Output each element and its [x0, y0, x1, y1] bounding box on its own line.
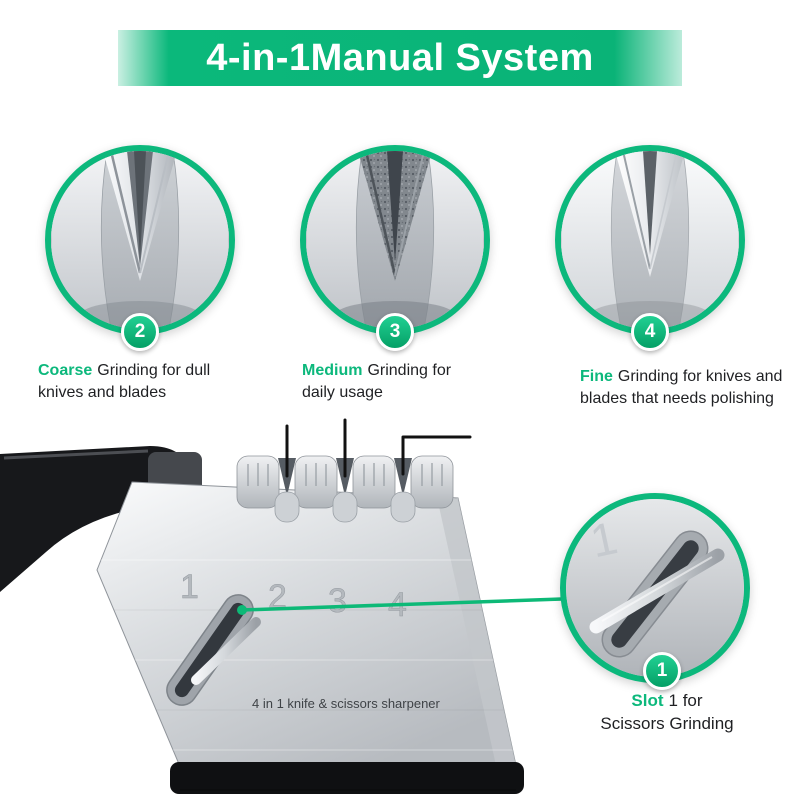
etched-number-3: 3	[328, 582, 347, 620]
etched-number-1: 1	[180, 568, 199, 606]
scissors-slot	[166, 594, 261, 706]
slot-highlight: Slot	[631, 691, 664, 710]
zoom-callout-medium: 3	[300, 145, 490, 351]
zoom-callout-slot1: 1 1	[560, 493, 750, 699]
slot-text-line1: 1 for	[668, 691, 703, 710]
medium-text: Grinding for daily usage	[302, 362, 452, 401]
scissors-slot-zoom-image: 1	[560, 493, 750, 683]
number-badge-4: 4	[631, 313, 669, 351]
etched-number-2: 2	[268, 578, 287, 616]
scissors-rod	[191, 617, 261, 685]
scissors-rod-zoom	[589, 548, 725, 634]
page-title: 4-in-1Manual System	[206, 36, 594, 79]
medium-highlight: Medium	[302, 362, 363, 379]
number-badge-1: 1	[643, 652, 681, 690]
coarse-highlight: Coarse	[38, 362, 93, 379]
slot-text-line2: Scissors Grinding	[600, 713, 734, 733]
product-base	[170, 762, 524, 794]
number-badge-2: 2	[121, 313, 159, 351]
zoom-callout-coarse: 2	[45, 145, 235, 351]
product-etched-label: 4 in 1 knife & scissors sharpener	[252, 696, 441, 711]
coarse-text: Grinding for dull knives and blades	[38, 362, 211, 401]
number-badge-3: 3	[376, 313, 414, 351]
fine-highlight: Fine	[580, 368, 613, 385]
fine-text: Grinding for knives and blades that need…	[580, 368, 783, 407]
medium-slot-zoom-image	[300, 145, 490, 335]
title-banner: 4-in-1Manual System	[118, 30, 682, 86]
product-body	[96, 481, 518, 777]
fine-slot-zoom-image	[555, 145, 745, 335]
etched-number-4: 4	[388, 586, 407, 624]
zoom-callout-fine: 4	[555, 145, 745, 351]
coarse-slot-zoom-image	[45, 145, 235, 335]
knife-sharpener-product-image: 1 2 3 4 4 in 1 knife & scissors sharpene…	[0, 446, 524, 794]
